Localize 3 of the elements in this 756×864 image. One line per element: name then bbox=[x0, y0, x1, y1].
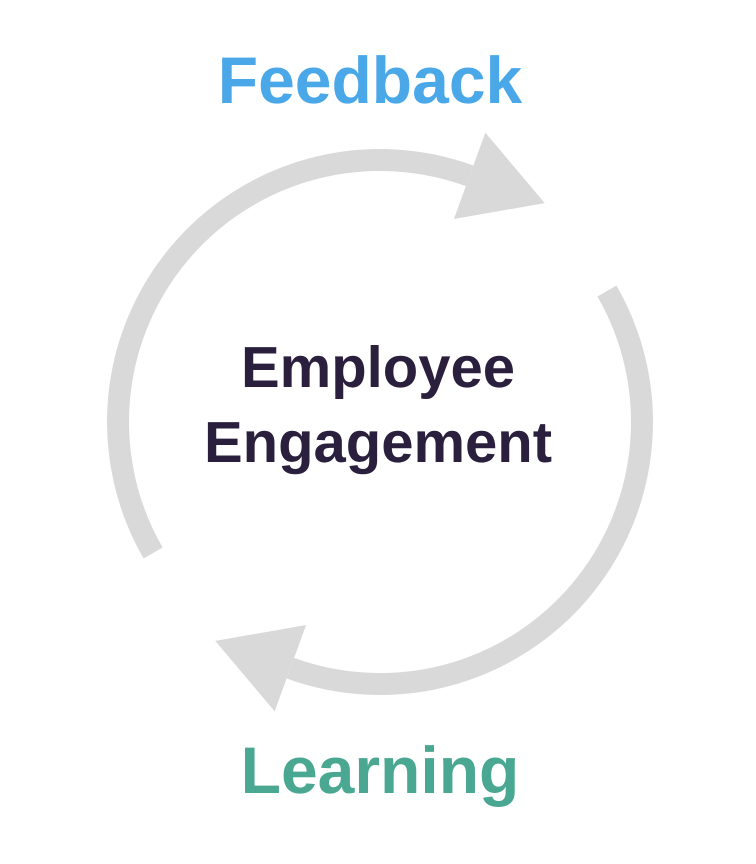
cycle-stage-label: Learning bbox=[240, 732, 520, 809]
cycle-stage-label: Feedback bbox=[216, 42, 524, 119]
center-title: Employee Engagement bbox=[202, 334, 554, 478]
